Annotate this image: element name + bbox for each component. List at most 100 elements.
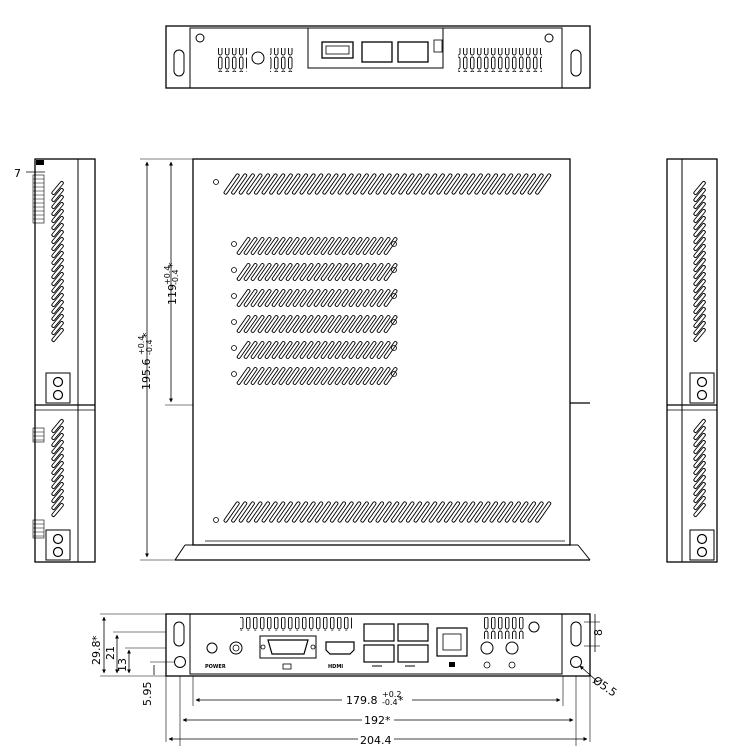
vent-slot (512, 173, 529, 195)
vent-slot (51, 230, 64, 244)
vent-slot (299, 501, 316, 523)
vent-slot (693, 328, 706, 342)
vent-slot (269, 501, 286, 523)
vent-slot (257, 341, 272, 359)
vent-slot (360, 501, 377, 523)
vent-hole (391, 267, 397, 273)
vent-slot (535, 173, 552, 195)
vent-slot (360, 173, 377, 195)
vent-slot (413, 501, 430, 523)
vent-slot (481, 173, 499, 195)
vent-slot (481, 501, 499, 523)
vent-slot (278, 367, 293, 385)
vent-slot (314, 501, 331, 523)
vent-slot (376, 263, 391, 281)
vent-slot (327, 289, 342, 307)
vent-slot (376, 367, 391, 385)
vent-slot (236, 237, 251, 255)
vent-slot (512, 501, 529, 523)
vent-slot (292, 237, 307, 255)
dim-height-total: 29.8 (90, 641, 103, 666)
dim-inner-mark: * (166, 262, 179, 268)
vent-slot (369, 315, 384, 333)
vent-slot (250, 341, 265, 359)
vent-slot (334, 367, 349, 385)
vent-slot (355, 263, 370, 281)
vent-slot (474, 173, 491, 195)
dim-width-192-mark: * (385, 714, 391, 727)
vent-slot (285, 367, 300, 385)
vent-slot (299, 315, 314, 333)
vent-slot (693, 321, 706, 335)
vent-slot (376, 315, 391, 333)
vent-slot (250, 289, 265, 307)
vent-slot (334, 263, 349, 281)
vent-slot (693, 454, 706, 468)
vent-slot (257, 315, 272, 333)
vent-slot (285, 263, 300, 281)
vent-slot (474, 501, 491, 523)
vent-slot (257, 263, 272, 281)
vent-slot (51, 258, 64, 272)
vent-slot (421, 173, 438, 195)
vent-slot (428, 173, 445, 195)
vent-slot (337, 501, 354, 523)
vent-slot (223, 173, 240, 195)
vent-slot (299, 341, 314, 359)
vent-slot (693, 251, 706, 265)
vent-slot (383, 289, 398, 307)
vent-slot (383, 237, 398, 255)
vent-slot (436, 501, 453, 523)
vent-slot (299, 263, 314, 281)
vent-slot (383, 501, 400, 523)
vent-slot (320, 289, 335, 307)
vent-slot (320, 315, 335, 333)
vent-slot (285, 341, 300, 359)
vent-slot (306, 367, 321, 385)
vent-slot (299, 173, 316, 195)
vent-slot (314, 173, 331, 195)
vent-slot (51, 216, 64, 230)
dim-width-2044: 204.4 (360, 734, 392, 747)
vent-slot (348, 289, 363, 307)
vent-slot (250, 315, 265, 333)
vent-hole (391, 345, 397, 351)
left-side-view: 7 (14, 158, 96, 563)
vent-slot (369, 237, 384, 255)
vent-slot (334, 315, 349, 333)
vent-slot (231, 501, 248, 523)
dim-hole-diameter: Ø5.5 (590, 674, 619, 700)
dim-overall-depth: 195.6 +0.4 -0.4 * (137, 158, 193, 561)
vent-slot (51, 265, 64, 279)
vent-slot (299, 237, 314, 255)
label-hdmi: HDMI (328, 664, 343, 670)
vent-slot (345, 501, 362, 523)
vent-slot (693, 496, 706, 510)
vent-slot (284, 501, 301, 523)
vent-slot (334, 237, 349, 255)
vent-slot (236, 315, 251, 333)
vent-slot (369, 341, 384, 359)
vent-slot (306, 237, 321, 255)
vent-slot (341, 237, 356, 255)
vent-slot (253, 501, 271, 523)
vent-slot (375, 501, 392, 523)
vent-slot (284, 173, 301, 195)
vent-slot (278, 289, 293, 307)
vent-slot (250, 237, 265, 255)
vent-slot (693, 244, 706, 258)
vent-slot (436, 173, 453, 195)
vent-slot (264, 315, 279, 333)
vent-slot (693, 300, 706, 314)
vent-slot (369, 289, 384, 307)
vent-slot (292, 367, 307, 385)
vent-slot (466, 173, 483, 195)
vent-slot (271, 237, 286, 255)
vent-slot (327, 341, 342, 359)
vent-slot (369, 263, 384, 281)
vent-slot (51, 440, 64, 454)
vent-slot (243, 341, 258, 359)
vent-slot (376, 237, 391, 255)
vent-slot (352, 501, 369, 523)
dim-width-1798-tol-minus: -0.4 (382, 698, 398, 707)
